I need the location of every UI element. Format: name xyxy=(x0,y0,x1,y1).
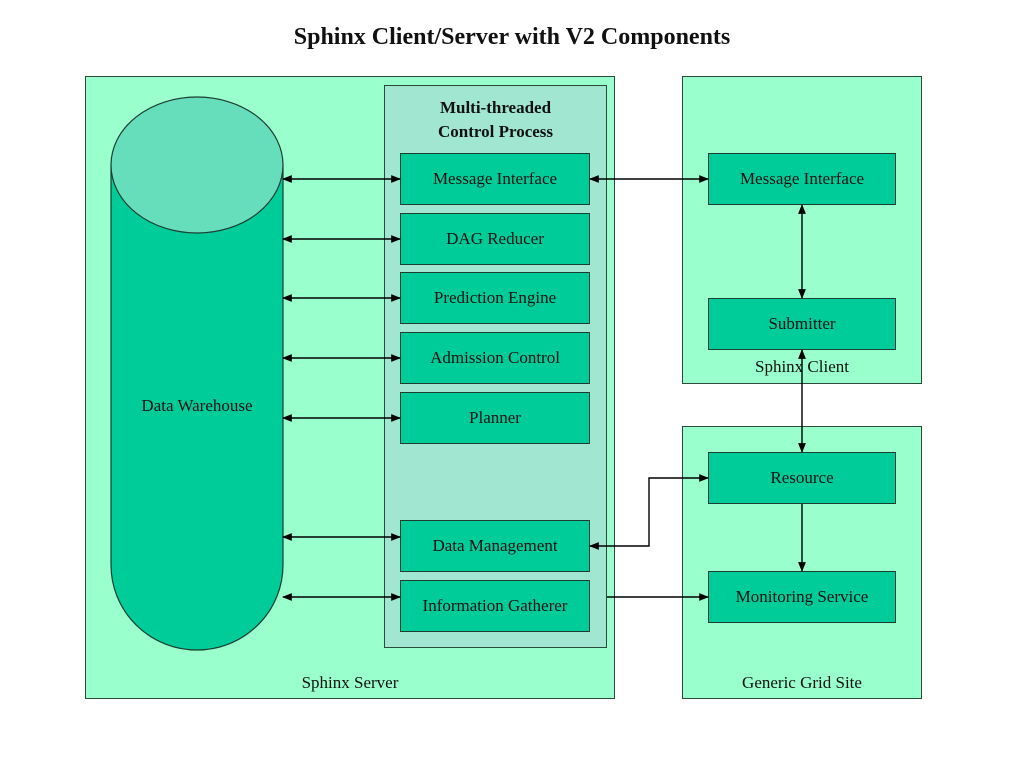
submitter[interactable]: Submitter xyxy=(708,298,896,350)
control-process-title-line2: Control Process xyxy=(437,122,554,141)
resource[interactable]: Resource xyxy=(708,452,896,504)
generic-grid-site-label: Generic Grid Site xyxy=(742,673,862,692)
client-message-interface[interactable]: Message Interface xyxy=(708,153,896,205)
dag-reducer[interactable]: DAG Reducer xyxy=(400,213,590,265)
server-message-interface[interactable]: Message Interface xyxy=(400,153,590,205)
data-management[interactable]: Data Management xyxy=(400,520,590,572)
control-process-title-line1: Multi-threaded xyxy=(439,98,552,117)
control-process-title: Multi-threaded Control Process xyxy=(385,96,606,144)
prediction-engine[interactable]: Prediction Engine xyxy=(400,272,590,324)
sphinx-server-label: Sphinx Server xyxy=(301,673,399,692)
planner[interactable]: Planner xyxy=(400,392,590,444)
data-warehouse-label: Data Warehouse xyxy=(141,396,253,415)
arrow-data-management-resource xyxy=(589,474,709,550)
information-gatherer[interactable]: Information Gatherer xyxy=(400,580,590,632)
admission-control[interactable]: Admission Control xyxy=(400,332,590,384)
diagram-title: Sphinx Client/Server with V2 Components xyxy=(293,24,731,50)
monitoring-service[interactable]: Monitoring Service xyxy=(708,571,896,623)
